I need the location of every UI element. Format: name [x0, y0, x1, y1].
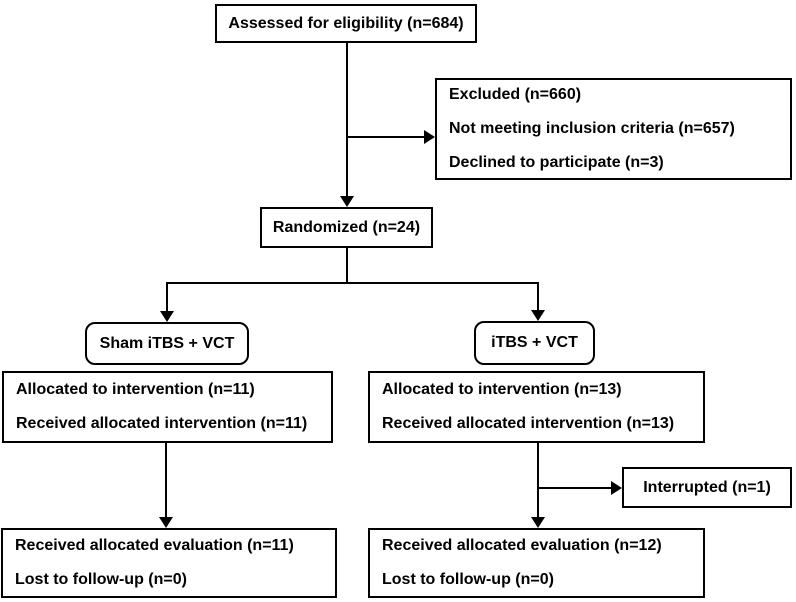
- lost-followup-right-text: Lost to follow-up (n=0): [382, 571, 554, 588]
- evaluation-right-box: Received allocated evaluation (n=12) Los…: [368, 528, 705, 598]
- arm-itbs-vct-box: iTBS + VCT: [474, 321, 595, 365]
- arrowhead-into-eval-left: [159, 517, 173, 528]
- excluded-box: Excluded (n=660) Not meeting inclusion c…: [435, 78, 792, 180]
- arm-sham-itbs-vct-text: Sham iTBS + VCT: [99, 334, 235, 352]
- arrowhead-into-interrupted: [611, 481, 622, 495]
- interrupted-box: Interrupted (n=1): [622, 467, 792, 508]
- assessed-eligibility-box: Assessed for eligibility (n=684): [215, 4, 477, 43]
- assessed-eligibility-text: Assessed for eligibility (n=684): [228, 14, 464, 32]
- lost-followup-left-text: Lost to follow-up (n=0): [15, 571, 187, 588]
- connector-split-horizontal: [166, 282, 539, 284]
- excluded-declined-text: Declined to participate (n=3): [449, 154, 664, 171]
- allocated-right-text: Allocated to intervention (n=13): [382, 381, 622, 398]
- excluded-total-text: Excluded (n=660): [449, 86, 582, 103]
- connector-randomized-to-split: [346, 248, 348, 284]
- connector-to-excluded: [347, 136, 425, 138]
- connector-split-to-arm-right: [537, 282, 539, 311]
- randomized-box: Randomized (n=24): [260, 207, 433, 248]
- arm-itbs-vct-text: iTBS + VCT: [491, 334, 578, 351]
- connector-assessed-to-randomized: [346, 43, 348, 198]
- arrowhead-into-randomized: [340, 196, 354, 207]
- randomized-text: Randomized (n=24): [272, 218, 421, 236]
- connector-to-interrupted: [538, 487, 612, 489]
- allocation-right-box: Allocated to intervention (n=13) Receive…: [368, 371, 705, 443]
- arm-sham-itbs-vct-box: Sham iTBS + VCT: [85, 322, 249, 365]
- arrowhead-into-excluded: [424, 130, 435, 144]
- excluded-criteria-text: Not meeting inclusion criteria (n=657): [449, 120, 735, 137]
- evaluation-left-text: Received allocated evaluation (n=11): [15, 537, 294, 554]
- arrowhead-into-eval-right: [531, 517, 545, 528]
- evaluation-left-box: Received allocated evaluation (n=11) Los…: [1, 528, 337, 598]
- connector-split-to-arm-left: [166, 282, 168, 312]
- interrupted-text: Interrupted (n=1): [643, 478, 771, 496]
- allocated-left-text: Allocated to intervention (n=11): [16, 381, 255, 398]
- arrowhead-into-arm-left: [160, 311, 174, 322]
- received-left-text: Received allocated intervention (n=11): [16, 415, 308, 432]
- connector-alloc-right-to-eval-right: [537, 443, 539, 518]
- arrowhead-into-arm-right: [531, 310, 545, 321]
- received-right-text: Received allocated intervention (n=13): [382, 415, 675, 432]
- connector-alloc-left-to-eval-left: [165, 443, 167, 518]
- allocation-left-box: Allocated to intervention (n=11) Receive…: [2, 371, 333, 443]
- evaluation-right-text: Received allocated evaluation (n=12): [382, 537, 662, 554]
